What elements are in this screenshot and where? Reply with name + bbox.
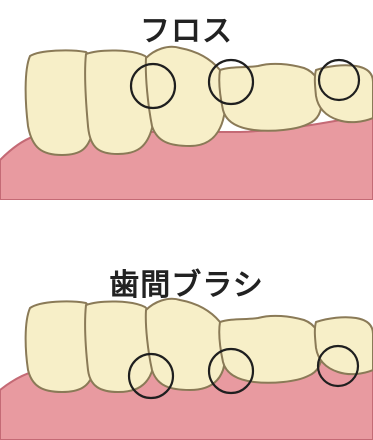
floss-marker-2: [207, 58, 255, 106]
panel-title-interdental-brush: 歯間ブラシ: [109, 268, 264, 303]
floss-panel: フロス: [0, 0, 373, 200]
brush-teeth-diagram: [0, 297, 373, 440]
tooth-2: [84, 300, 157, 393]
tooth-1: [24, 49, 97, 156]
tooth-3: [144, 45, 228, 147]
floss-marker-3: [317, 58, 361, 102]
tooth-3: [144, 297, 228, 391]
brush-marker-3: [316, 344, 360, 388]
interdental-brush-panel: 歯間ブラシ: [0, 230, 373, 440]
brush-marker-1: [127, 352, 175, 400]
panel-title-floss: フロス: [140, 14, 233, 49]
floss-marker-1: [129, 62, 177, 110]
tooth-1: [24, 300, 97, 393]
tooth-4: [218, 62, 323, 132]
tooth-2: [84, 49, 157, 155]
tooth-5: [313, 316, 373, 376]
brush-marker-2: [207, 347, 255, 395]
floss-teeth-diagram: [0, 45, 373, 200]
